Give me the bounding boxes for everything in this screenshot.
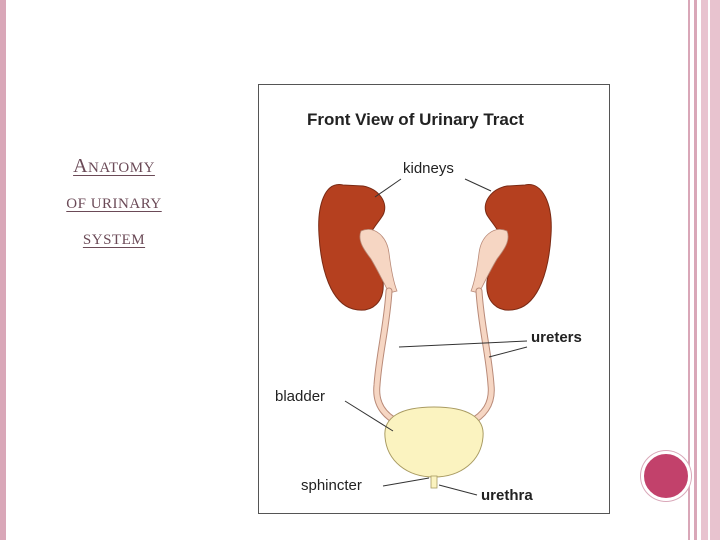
bladder-pointer [344, 400, 394, 432]
right-decorative-rules [688, 0, 720, 540]
decorative-dot-icon [641, 451, 691, 501]
kidneys-pointer-left [374, 178, 402, 198]
bladder [384, 406, 484, 478]
urinary-tract-figure: Front View of Urinary Tract kidneys uret… [258, 84, 610, 514]
right-renal-pelvis [470, 229, 509, 294]
title-line-1: ANATOMY [30, 148, 198, 186]
title-line-3: SYSTEM [82, 232, 146, 248]
label-bladder: bladder [275, 388, 325, 405]
left-renal-pelvis [359, 229, 398, 294]
slide-title: ANATOMY OF URINARY SYSTEM [30, 148, 198, 258]
figure-heading: Front View of Urinary Tract [307, 110, 524, 129]
title-initial-cap: A [73, 155, 89, 177]
ureters-pointer-right [488, 346, 528, 358]
urethra [430, 475, 438, 489]
right-kidney [484, 184, 552, 311]
label-ureters: ureters [531, 329, 582, 346]
sphincter-pointer [382, 477, 430, 487]
label-kidneys: kidneys [403, 160, 454, 177]
title-line-2: OF URINARY [66, 196, 162, 212]
urinary-tract-diagram: Front View of Urinary Tract kidneys uret… [275, 110, 582, 504]
title-line-1-rest: NATOMY [88, 160, 155, 176]
urethra-pointer [438, 484, 478, 496]
left-decorative-rule [0, 0, 6, 540]
kidneys-pointer-right [464, 178, 492, 192]
label-urethra: urethra [481, 487, 533, 504]
ureters-pointer-left [398, 340, 528, 348]
label-sphincter: sphincter [301, 477, 362, 494]
